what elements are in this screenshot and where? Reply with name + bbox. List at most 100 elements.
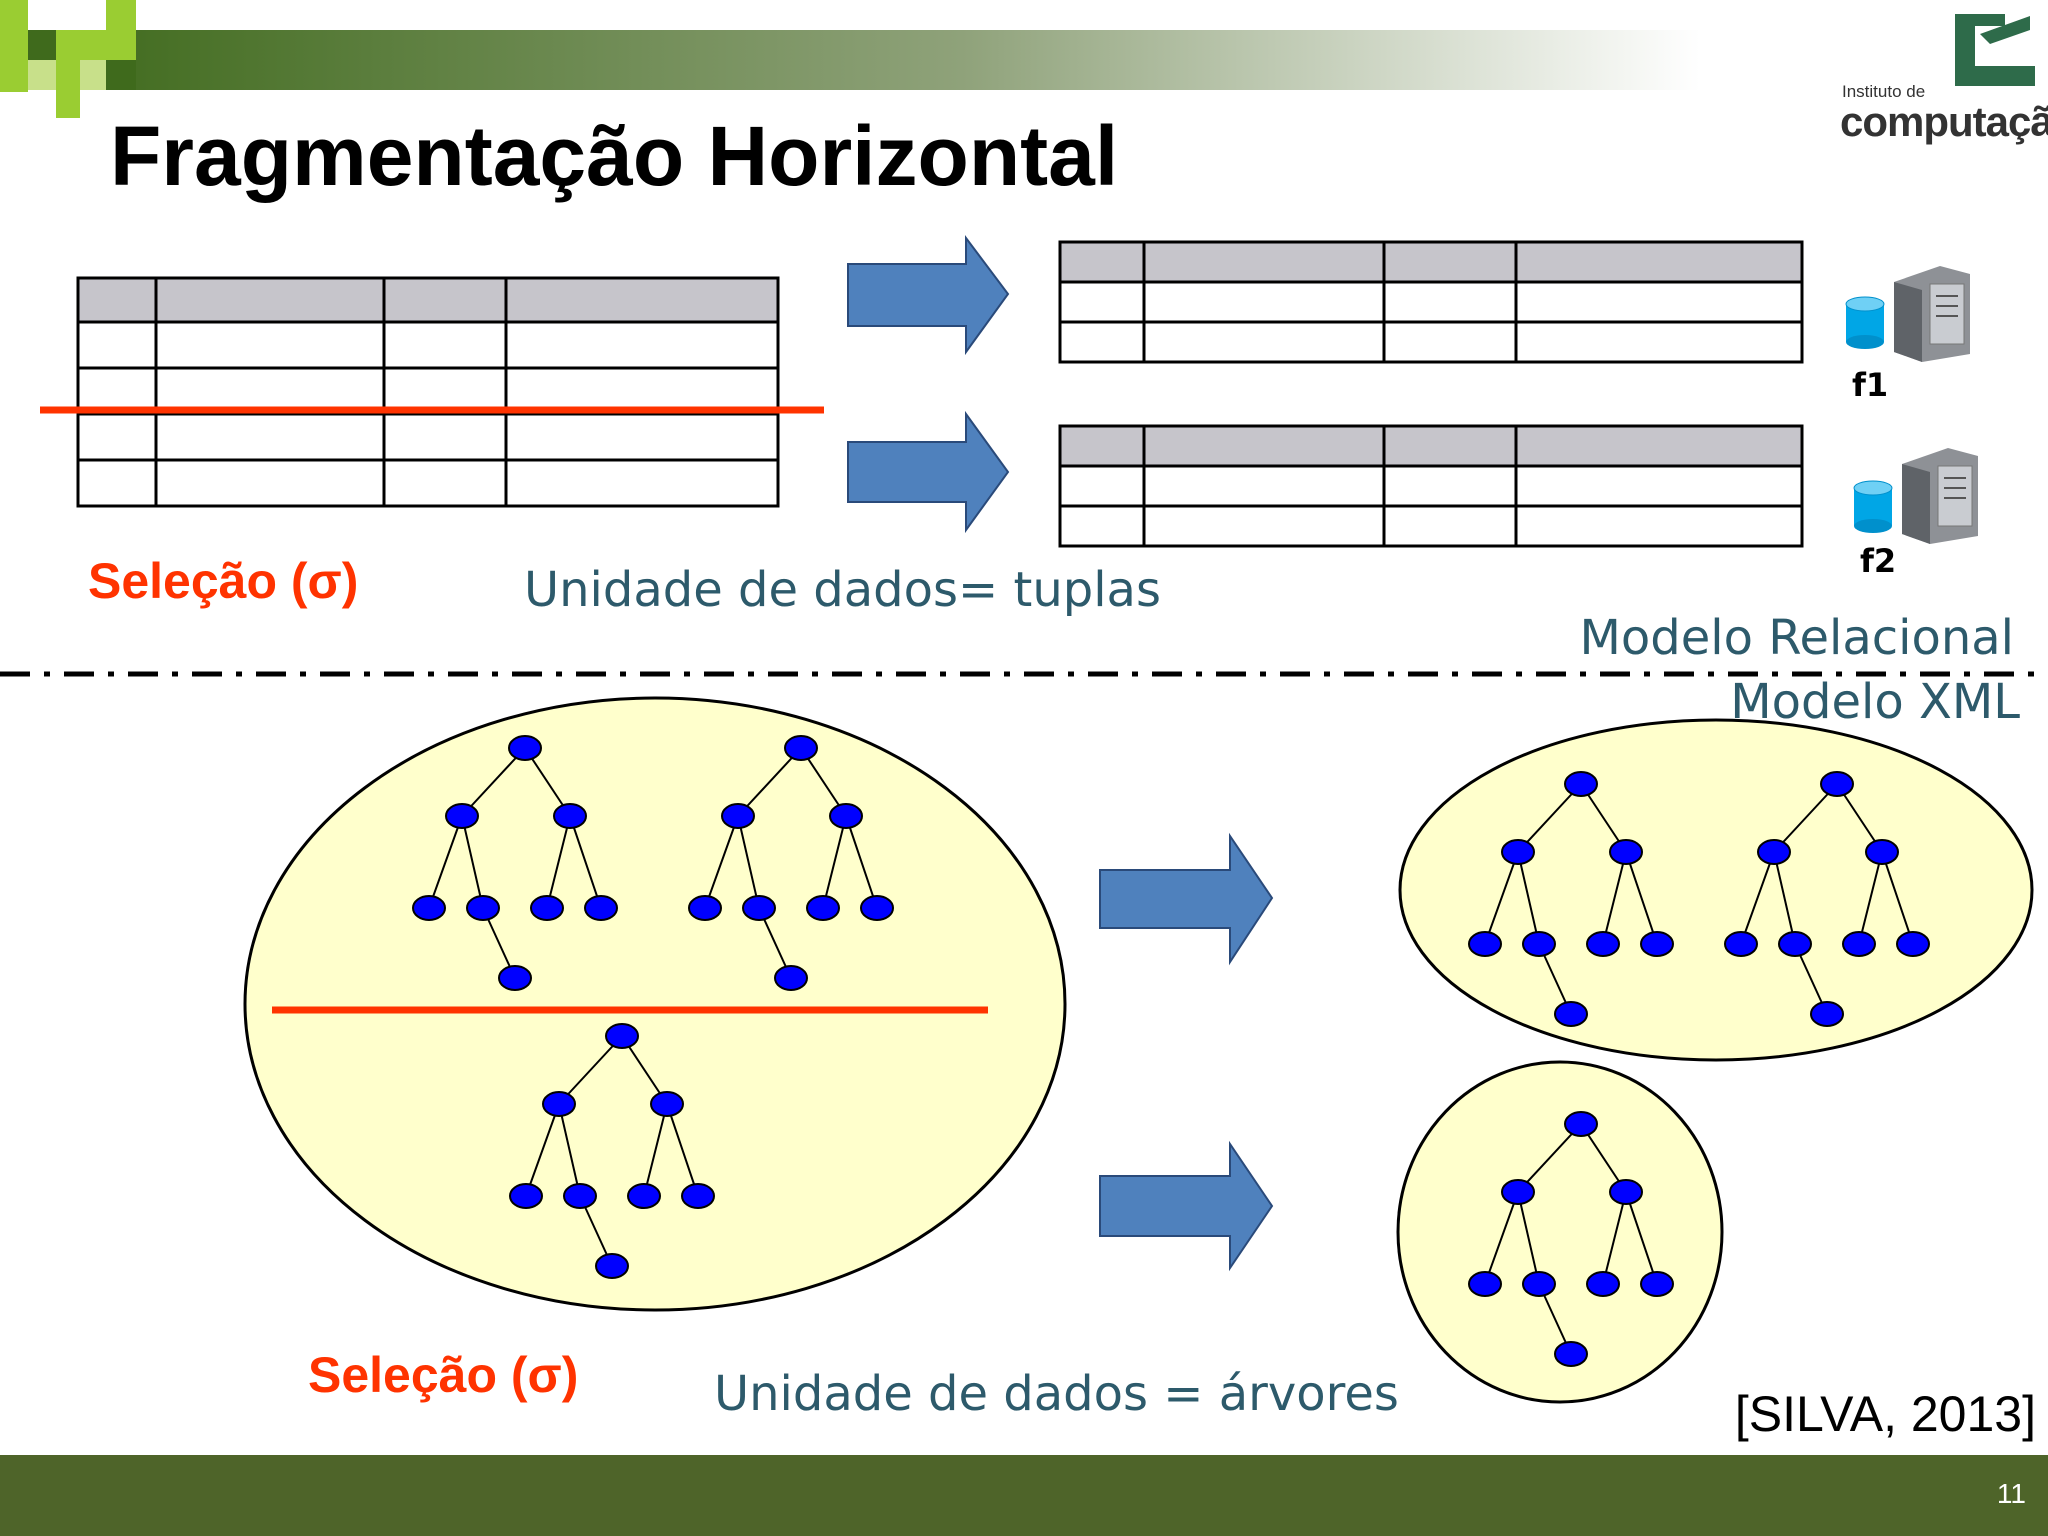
tree-node: [1564, 1111, 1598, 1137]
database-icon: [1845, 296, 1885, 349]
tree-node: [1640, 1271, 1674, 1297]
arrow-to-fragment-2: [1099, 1140, 1274, 1272]
relational-model-label: Modelo Relacional: [1579, 610, 2014, 666]
institute-logo: Instituto de computação: [1830, 6, 2048, 146]
tree-edge: [546, 815, 571, 909]
tree-node: [860, 895, 894, 921]
tree-node: [595, 1253, 629, 1279]
fragment-ellipse-1: [1398, 718, 2034, 1062]
tree-edge: [704, 815, 739, 909]
server-icon: [1894, 266, 1970, 362]
tree-edge: [845, 815, 878, 909]
tree-node: [509, 1183, 543, 1209]
fragment-label-f2: f2: [1860, 542, 1897, 580]
tree-edge: [1517, 851, 1540, 945]
xml-tree: [1724, 771, 1930, 1027]
tree-node: [829, 803, 863, 829]
tree-node: [412, 895, 446, 921]
tree-node: [542, 1091, 576, 1117]
tree-node: [1757, 839, 1791, 865]
tree-node: [1564, 771, 1598, 797]
tree-node: [445, 803, 479, 829]
tree-node: [1501, 839, 1535, 865]
tree-node: [1609, 1179, 1643, 1205]
tree-edge: [1602, 851, 1627, 945]
tree-node: [584, 895, 618, 921]
tree-node: [1724, 931, 1758, 957]
tree-node: [806, 895, 840, 921]
tree-node: [784, 735, 818, 761]
tree-node: [498, 965, 532, 991]
arrow-to-f1: [847, 235, 1010, 356]
relational-unit-label: Unidade de dados= tuplas: [524, 562, 1161, 618]
tree-edge: [1625, 851, 1658, 945]
tree-node: [688, 895, 722, 921]
arrow-to-fragment-1: [1099, 832, 1274, 966]
tree-node: [1468, 1271, 1502, 1297]
logo-line2: computação: [1840, 98, 2048, 145]
database-icon: [1853, 480, 1893, 533]
tree-node: [1554, 1341, 1588, 1367]
tree-edge: [1740, 851, 1775, 945]
tree-node: [1820, 771, 1854, 797]
tree-node: [1778, 931, 1812, 957]
tree-edge: [822, 815, 847, 909]
tree-edge: [1881, 851, 1914, 945]
logo-emblem-icon: [1955, 14, 2035, 86]
arrow-to-f2: [847, 410, 1010, 534]
xml-tree: [1468, 771, 1674, 1027]
fragment-table-f2: [1058, 424, 1804, 548]
tree-edge: [1517, 1191, 1540, 1285]
tree-node: [1586, 1271, 1620, 1297]
tree-node: [1501, 1179, 1535, 1205]
tree-node: [742, 895, 776, 921]
tree-node: [681, 1183, 715, 1209]
xml-tree: [688, 735, 894, 991]
tree-edge: [1858, 851, 1883, 945]
tree-edge: [1602, 1191, 1627, 1285]
xml-selection-label: Seleção (σ): [308, 1347, 579, 1403]
tree-node: [627, 1183, 661, 1209]
tree-edge: [428, 815, 463, 909]
tree-node: [1896, 931, 1930, 957]
tree-node: [774, 965, 808, 991]
tree-edge: [461, 747, 526, 817]
tree-node: [553, 803, 587, 829]
tree-node: [650, 1091, 684, 1117]
tree-edge: [569, 815, 602, 909]
server-icon: [1902, 448, 1978, 544]
tree-node: [1640, 931, 1674, 957]
page-number: 11: [1996, 1478, 2026, 1509]
fragment-table-f1: [1058, 240, 1804, 364]
tree-edge: [1517, 1123, 1582, 1193]
footer-bar: [0, 1455, 2048, 1536]
xml-tree: [1468, 1111, 1674, 1367]
tree-edge: [1517, 783, 1582, 853]
xml-tree: [509, 1023, 715, 1279]
relational-diagram: [0, 235, 2048, 677]
citation: [SILVA, 2013]: [1734, 1386, 2036, 1442]
tree-edge: [737, 815, 760, 909]
tree-node: [466, 895, 500, 921]
tree-edge: [1773, 783, 1838, 853]
source-table: [76, 276, 780, 508]
tree-edge: [1773, 851, 1796, 945]
tree-edge: [1625, 1191, 1658, 1285]
tree-node: [605, 1023, 639, 1049]
tree-node: [1586, 931, 1620, 957]
tree-node: [1554, 1001, 1588, 1027]
xml-diagram: [243, 696, 2034, 1404]
tree-edge: [1484, 851, 1519, 945]
tree-node: [1810, 1001, 1844, 1027]
tree-node: [1468, 931, 1502, 957]
source-document-ellipse: [243, 696, 1067, 1312]
tree-node: [1609, 839, 1643, 865]
fragment-ellipse-2: [1396, 1060, 1724, 1404]
logo-line1: Instituto de: [1842, 82, 1926, 101]
relational-selection-label: Seleção (σ): [88, 553, 359, 609]
tree-edge: [1484, 1191, 1519, 1285]
header-decoration: [0, 0, 1700, 118]
tree-node: [1842, 931, 1876, 957]
tree-edge: [558, 1103, 581, 1197]
tree-node: [1522, 931, 1556, 957]
